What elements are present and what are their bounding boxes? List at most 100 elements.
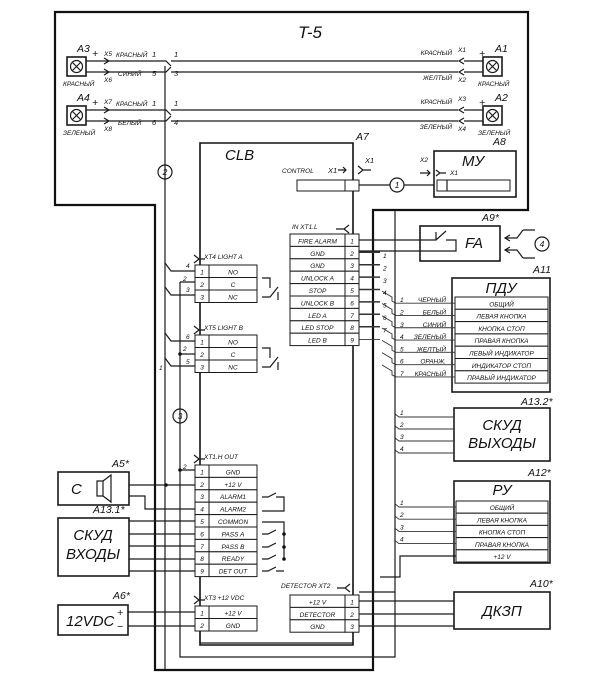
lamp-a3: A3 + КРАСНЫЙ X5 X6 [63, 43, 112, 88]
skud-out-module: A13.2* СКУД ВЫХОДЫ [453, 396, 553, 462]
svg-text:FA: FA [465, 235, 483, 252]
svg-text:ПРАВАЯ КНОПКА: ПРАВАЯ КНОПКА [474, 338, 528, 345]
terminal-pin: 2 [199, 482, 204, 489]
skud-in-module: СКУД ВХОДЫ [57, 517, 195, 577]
svg-text:ЖЕЛТЫЙ: ЖЕЛТЫЙ [416, 344, 446, 353]
svg-text:2: 2 [399, 309, 404, 316]
dkzp-module: A10* ДКЗП [359, 578, 554, 630]
xt4-label: XT4 LIGHT A [203, 254, 243, 261]
svg-text:КРАСНЫЙ: КРАСНЫЙ [421, 97, 453, 106]
terminal-pin: 1 [200, 270, 204, 277]
svg-text:A3: A3 [76, 43, 90, 55]
terminal-name: NO [228, 270, 238, 277]
svg-text:6: 6 [400, 359, 404, 366]
svg-text:5: 5 [186, 359, 190, 366]
svg-text:A11: A11 [532, 264, 551, 276]
svg-text:ЛЕВАЯ КНОПКА: ЛЕВАЯ КНОПКА [476, 517, 527, 524]
xt1h-row: 2+12 V [194, 476, 258, 491]
terminal-name: PASS B [221, 544, 245, 551]
ru-row: ПРАВАЯ КНОПКА [455, 537, 549, 551]
svg-text:+: + [92, 48, 98, 60]
t5-enclosure [53, 10, 530, 672]
svg-text:БЕЛЫЙ: БЕЛЫЙ [423, 307, 447, 316]
terminal-pin: 2 [199, 352, 204, 359]
bus-number: 6 [383, 315, 387, 322]
svg-text:X2: X2 [457, 77, 466, 84]
pdu-row: ЛЕВЫЙ ИНДИКАТОР [454, 345, 549, 360]
terminal-name: READY [222, 556, 245, 563]
svg-text:ВЫХОДЫ: ВЫХОДЫ [468, 435, 537, 452]
svg-text:X6: X6 [103, 77, 112, 84]
svg-text:2: 2 [399, 512, 404, 519]
terminal-name: +12 V [309, 599, 327, 606]
svg-text:БЕЛЫЙ: БЕЛЫЙ [118, 118, 142, 127]
svg-text:+: + [92, 97, 98, 109]
terminal-pin: 7 [350, 313, 354, 320]
svg-text:ЗЕЛЕНЫЙ: ЗЕЛЕНЫЙ [414, 332, 447, 341]
svg-text:2: 2 [182, 464, 187, 471]
terminal-pin: 6 [200, 531, 204, 538]
terminal-pin: 3 [350, 263, 354, 270]
svg-text:A13.1*: A13.1* [92, 504, 125, 516]
xt5-label: XT5 LIGHT B [203, 325, 244, 332]
terminal-pin: 1 [350, 238, 354, 245]
pdu-wire: 2 БЕЛЫЙ [381, 303, 455, 316]
svg-text:ЖЕЛТЫЙ: ЖЕЛТЫЙ [422, 73, 452, 82]
terminal-pin: 1 [350, 599, 354, 606]
svg-text:ИНДИКАТОР СТОП: ИНДИКАТОР СТОП [472, 363, 531, 370]
svg-text:2: 2 [162, 167, 168, 177]
lamp-a2: A2 + ЗЕЛЕНЫЙ X3 X4 КРАСНЫЙ ЗЕЛЕНЫЙ [420, 92, 511, 137]
skud-out-wire: 4 [394, 446, 454, 454]
terminal-pin: 2 [349, 251, 354, 258]
svg-text:5: 5 [400, 346, 404, 353]
svg-text:X4: X4 [457, 126, 466, 133]
terminal-name: FIRE ALARM [298, 238, 337, 245]
svg-text:ОРАНЖ.: ОРАНЖ. [420, 359, 446, 366]
svg-text:4: 4 [174, 118, 178, 127]
svg-text:СКУД: СКУД [73, 527, 113, 544]
mu-module: A8 МУ X2 X1 [419, 136, 517, 198]
svg-text:A2: A2 [494, 92, 508, 104]
terminal-name: DETECTOR [300, 612, 336, 619]
terminal-name: GND [310, 263, 325, 270]
svg-text:1: 1 [152, 50, 156, 59]
svg-text:2: 2 [182, 276, 187, 283]
terminal-name: GND [226, 469, 241, 476]
svg-text:X3: X3 [457, 96, 466, 103]
svg-text:A6*: A6* [112, 590, 131, 602]
svg-text:ЛЕВАЯ КНОПКА: ЛЕВАЯ КНОПКА [476, 314, 527, 321]
svg-text:КРАСНЫЙ: КРАСНЫЙ [116, 50, 148, 59]
svg-text:КРАСНЫЙ: КРАСНЫЙ [63, 79, 95, 88]
pdu-row: ОБЩИЙ [454, 296, 549, 310]
bus-number: 2 [382, 265, 387, 272]
svg-text:КРАСНЫЙ: КРАСНЫЙ [421, 48, 453, 57]
pdu-row: ПРАВЫЙ ИНДИКАТОР [454, 370, 549, 384]
marker-3 [172, 408, 188, 424]
svg-text:КРАСНЫЙ: КРАСНЫЙ [478, 79, 510, 88]
svg-text:2: 2 [182, 346, 187, 353]
svg-text:ПРАВЫЙ ИНДИКАТОР: ПРАВЫЙ ИНДИКАТОР [467, 373, 536, 382]
svg-text:+: + [479, 48, 485, 60]
t5-title: T-5 [298, 23, 322, 42]
svg-text:6: 6 [152, 118, 157, 127]
terminal-name: GND [226, 623, 241, 630]
ru-row: ЛЕВАЯ КНОПКА [455, 512, 549, 526]
svg-text:A12*: A12* [527, 467, 552, 479]
svg-text:КРАСНЫЙ: КРАСНЫЙ [415, 369, 447, 378]
svg-text:1: 1 [159, 365, 163, 372]
svg-text:1: 1 [400, 500, 404, 507]
terminal-name: LED B [308, 338, 327, 345]
terminal-name: STOP [309, 288, 327, 295]
xt3-label: XT3 +12 VDC [203, 595, 245, 602]
svg-text:1: 1 [174, 50, 178, 59]
